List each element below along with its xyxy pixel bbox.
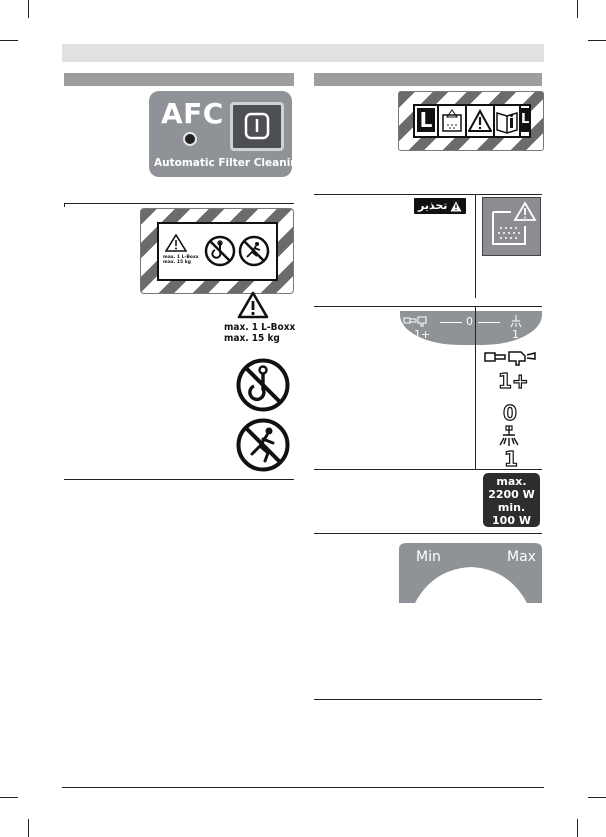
column-divider bbox=[64, 203, 65, 207]
suction-dial-graphic bbox=[399, 543, 542, 603]
filter-container-icon bbox=[492, 201, 537, 245]
right-table-header bbox=[314, 73, 542, 86]
column-divider bbox=[475, 306, 476, 469]
filter-container-warning bbox=[482, 197, 541, 256]
dial-label-off: 0 bbox=[466, 315, 473, 328]
crop-mark bbox=[588, 797, 606, 798]
manual-vacuum-icon bbox=[510, 315, 522, 328]
mode-off-label: 0 bbox=[502, 400, 517, 425]
afc-subtitle: Automatic Filter Cleaning bbox=[154, 157, 306, 169]
warning-badge: تحذير bbox=[414, 198, 467, 214]
row-divider bbox=[314, 533, 542, 534]
max-power-label: max. bbox=[496, 475, 527, 488]
led-indicator bbox=[183, 132, 197, 146]
divider bbox=[519, 106, 521, 136]
dial-label-on: 1 bbox=[512, 328, 519, 341]
row-divider bbox=[314, 194, 542, 195]
small-load-text-1: max. 1 L-Boxx bbox=[163, 255, 199, 260]
warning-triangle-icon bbox=[165, 234, 187, 252]
read-manual-icon bbox=[496, 111, 518, 134]
power-tool-icon bbox=[484, 351, 536, 366]
no-crane-hook-icon bbox=[204, 235, 236, 267]
dial-track bbox=[478, 322, 500, 323]
crop-mark bbox=[0, 797, 18, 798]
min-power-value: 100 W bbox=[492, 514, 531, 527]
row-divider bbox=[314, 699, 542, 700]
dial-label-plus: 1+ bbox=[414, 328, 431, 341]
label-inner-box: max. 1 L-Boxx max. 15 kg bbox=[157, 222, 278, 281]
mode-on-label: 1 bbox=[503, 446, 518, 471]
mode-plus-label: 1+ bbox=[497, 368, 529, 393]
power-rating-box: max. 2200 W min. 100 W bbox=[483, 473, 540, 527]
warning-triangle-icon bbox=[450, 201, 462, 211]
afc-power-button bbox=[230, 102, 284, 151]
crop-mark bbox=[577, 819, 578, 837]
row-divider bbox=[314, 469, 542, 470]
no-crane-hook-icon bbox=[236, 358, 290, 412]
divider bbox=[437, 106, 439, 136]
lboxx-label: L L bbox=[398, 91, 544, 151]
divider bbox=[465, 106, 467, 136]
max-power-value: 2200 W bbox=[488, 488, 535, 501]
load-limit-text-1: max. 1 L-Boxx bbox=[224, 322, 296, 333]
page-header-band bbox=[62, 44, 544, 62]
suction-dial-panel: Min Max bbox=[399, 543, 542, 603]
small-load-text-2: max. 15 kg bbox=[163, 260, 191, 265]
load-warning-label: max. 1 L-Boxx max. 15 kg bbox=[140, 208, 294, 294]
lboxx-icon-strip: L L bbox=[413, 104, 531, 138]
divider bbox=[493, 106, 495, 136]
afc-panel: AFC Automatic Filter Cleaning bbox=[149, 91, 305, 177]
column-divider bbox=[475, 194, 476, 298]
load-limit-text-2: max. 15 kg bbox=[224, 333, 280, 344]
min-label: Min bbox=[416, 549, 441, 565]
vacuum-filter-icon bbox=[442, 109, 462, 132]
crop-mark bbox=[588, 40, 606, 41]
row-divider bbox=[314, 306, 542, 307]
no-kick-icon bbox=[236, 418, 290, 472]
max-label: Max bbox=[507, 549, 536, 565]
afc-title: AFC bbox=[161, 97, 224, 130]
crop-mark bbox=[0, 40, 18, 41]
warning-triangle-icon bbox=[468, 109, 492, 132]
warning-triangle-icon bbox=[237, 291, 269, 319]
crop-mark bbox=[28, 0, 29, 18]
no-kick-icon bbox=[238, 235, 270, 267]
crop-mark bbox=[577, 0, 578, 18]
row-divider bbox=[64, 203, 294, 204]
power-icon bbox=[244, 112, 270, 140]
dial-track bbox=[440, 322, 462, 323]
l-letter-left: L bbox=[417, 108, 435, 132]
row-divider bbox=[64, 479, 294, 480]
footer-rule bbox=[62, 787, 544, 788]
warning-badge-text: تحذير bbox=[418, 199, 448, 212]
power-tool-icon bbox=[403, 316, 427, 327]
left-table-header bbox=[64, 73, 294, 86]
manual-vacuum-icon bbox=[499, 425, 519, 446]
l-letter-right: L bbox=[521, 108, 529, 132]
mode-dial-panel: 1+ 0 1 bbox=[400, 311, 542, 345]
min-power-label: min. bbox=[497, 501, 526, 514]
crop-mark bbox=[28, 819, 29, 837]
